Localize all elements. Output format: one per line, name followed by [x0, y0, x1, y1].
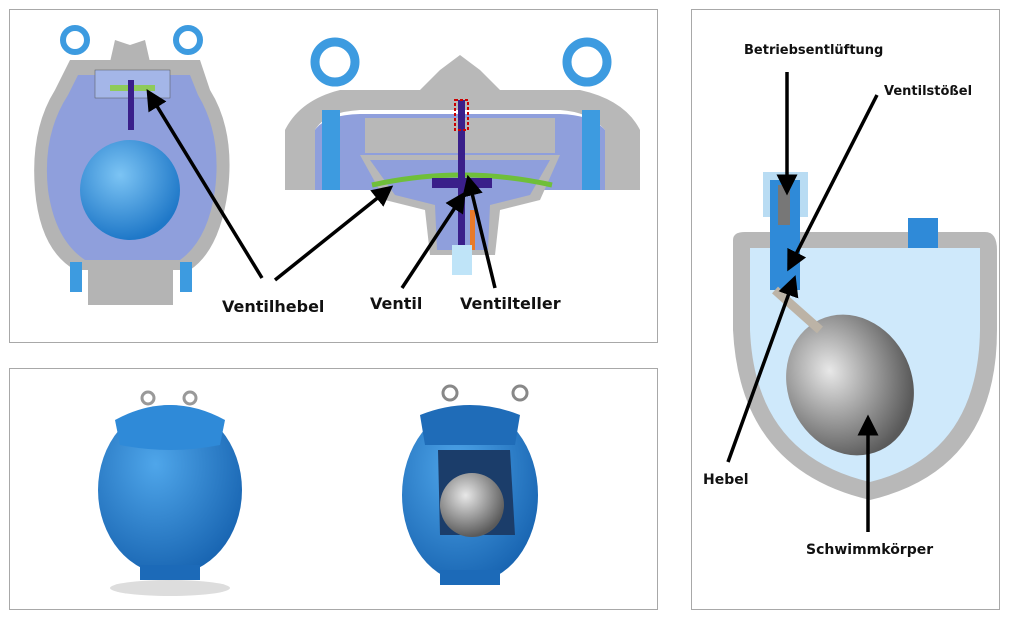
arrow-ventilteller [462, 174, 497, 289]
large-valve-section [285, 37, 640, 275]
valve-photo-cutaway [402, 384, 538, 585]
panel-cross-sections: Ventilhebel Ventil Ventilteller [9, 9, 658, 343]
label-betriebsentlueftung: Betriebsentlüftung [744, 43, 883, 58]
label-ventilhebel: Ventilhebel [222, 297, 324, 316]
arrow-ventilstoessel [787, 94, 879, 272]
panel-product-photos [9, 368, 658, 610]
valve-photo-closed [98, 390, 242, 596]
label-ventil: Ventil [370, 294, 422, 313]
label-schwimmkoerper: Schwimmkörper [806, 542, 933, 558]
label-ventilteller: Ventilteller [460, 294, 561, 313]
panel-float-section: Betriebsentlüftung Ventilstößel Hebel Sc… [691, 9, 1000, 610]
small-valve-section [34, 25, 230, 305]
float-valve-section [733, 172, 997, 500]
label-hebel: Hebel [703, 472, 749, 488]
arrow-hebel [726, 275, 799, 463]
arrow-ventilhebel-1 [146, 89, 264, 279]
arrow-ventilhebel-2 [273, 185, 394, 282]
arrow-ventil [400, 191, 466, 289]
label-ventilstoessel: Ventilstößel [884, 84, 972, 99]
